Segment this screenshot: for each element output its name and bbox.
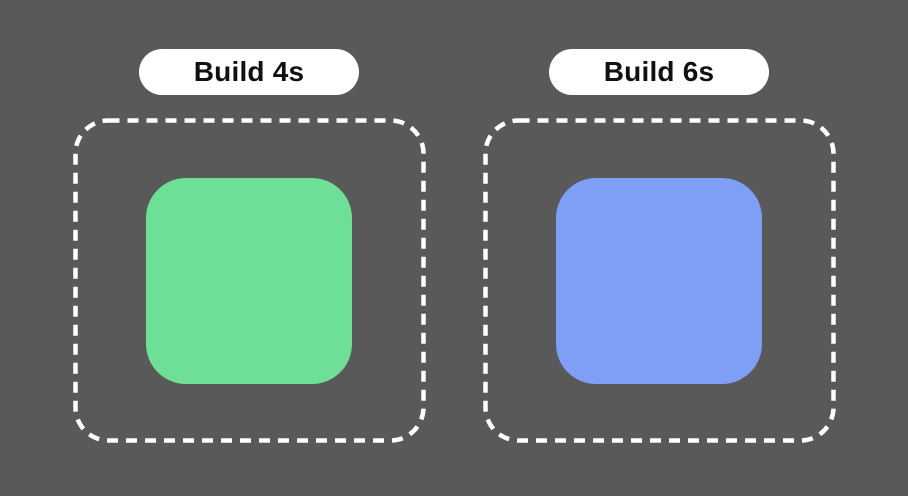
build-6s-block	[556, 177, 762, 384]
build-4s-label-badge: Build 4s	[139, 49, 359, 95]
dashed-border	[482, 118, 836, 443]
build-6s-container	[482, 118, 836, 443]
dashed-border	[72, 118, 426, 443]
build-group-6s: Build 6s	[482, 49, 836, 443]
build-4s-container	[72, 118, 426, 443]
build-6s-label-badge: Build 6s	[549, 49, 769, 95]
build-group-4s: Build 4s	[72, 49, 426, 443]
build-4s-block	[146, 177, 352, 384]
